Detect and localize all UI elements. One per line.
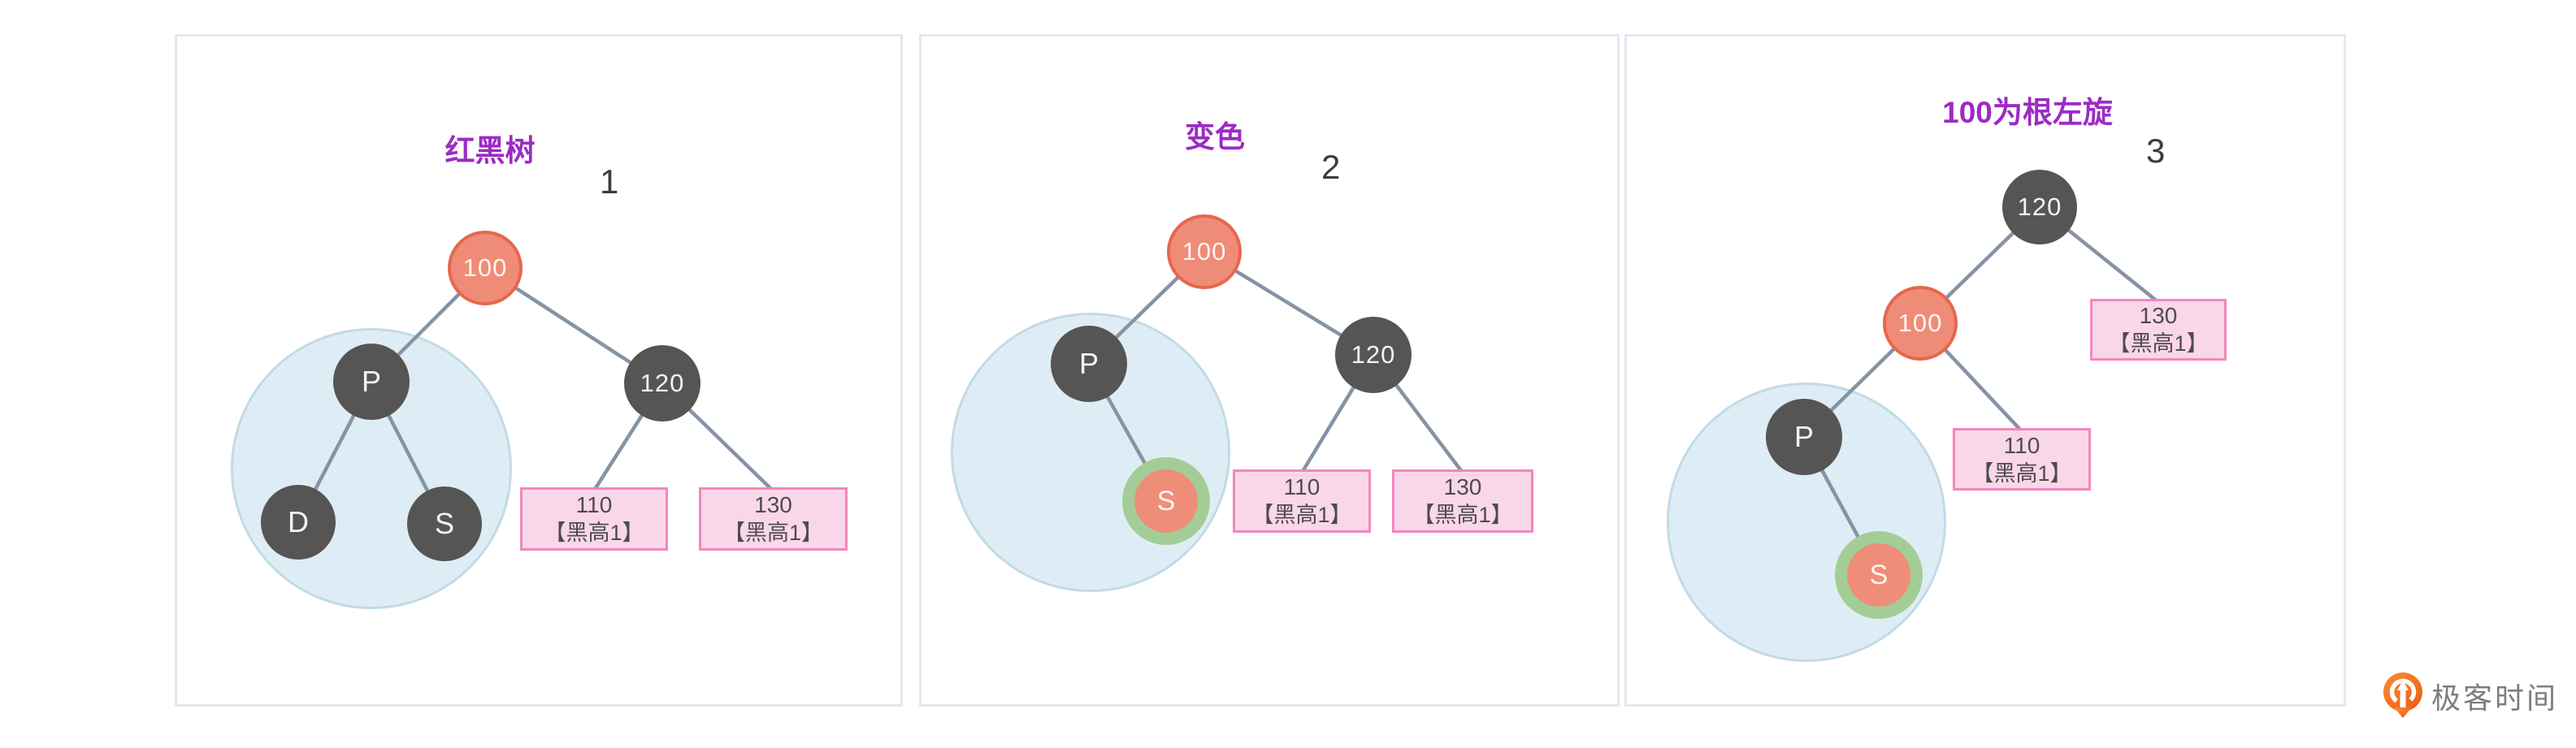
leaf-box-110: 110 【黑高1】 xyxy=(520,487,668,551)
tree-node-p: P xyxy=(1766,399,1842,475)
step-number: 1 xyxy=(600,162,619,201)
tree-node-100: 100 xyxy=(448,231,523,305)
leaf-value: 110 xyxy=(575,492,613,517)
highlight-circle xyxy=(231,328,512,609)
tree-node-p: P xyxy=(333,344,410,420)
panel-title: 红黑树 xyxy=(445,134,536,167)
tree-node-s: S xyxy=(407,486,482,561)
tree-node-100: 100 xyxy=(1167,214,1242,289)
tree-node-120: 120 xyxy=(2002,170,2077,244)
tree-node-s: S xyxy=(1134,469,1198,533)
leaf-label: 【黑高1】 xyxy=(1251,503,1352,527)
leaf-box-110: 110 【黑高1】 xyxy=(1233,469,1371,533)
panel-title: 变色 xyxy=(1185,120,1245,153)
leaf-label: 【黑高1】 xyxy=(1412,503,1513,527)
geektime-pin-icon xyxy=(2383,672,2422,718)
highlight-ring: S xyxy=(1122,457,1210,545)
leaf-label: 【黑高1】 xyxy=(544,521,644,545)
leaf-box-110: 110 【黑高1】 xyxy=(1953,428,2091,491)
leaf-label: 【黑高1】 xyxy=(1971,460,2072,486)
leaf-value: 110 xyxy=(1283,474,1321,499)
leaf-value: 130 xyxy=(2139,303,2178,328)
leaf-value: 130 xyxy=(1443,474,1482,499)
tree-node-p: P xyxy=(1051,326,1127,402)
leaf-box-130: 130 【黑高1】 xyxy=(2090,299,2227,361)
geektime-brand-text: 极客时间 xyxy=(2431,681,2559,715)
geektime-watermark: 极客时间 xyxy=(2381,671,2558,721)
highlight-ring: S xyxy=(1835,531,1923,619)
leaf-value: 130 xyxy=(754,492,792,517)
leaf-label: 【黑高1】 xyxy=(722,521,824,545)
tree-node-100: 100 xyxy=(1883,286,1958,361)
leaf-label: 【黑高1】 xyxy=(2108,331,2209,356)
step-number: 2 xyxy=(1321,148,1341,186)
tree-node-120: 120 xyxy=(624,345,700,422)
leaf-box-130: 130 【黑高1】 xyxy=(699,487,848,551)
leaf-value: 110 xyxy=(2003,432,2040,458)
tree-node-d: D xyxy=(261,485,336,560)
leaf-box-130: 130 【黑高1】 xyxy=(1392,469,1533,533)
tree-node-120: 120 xyxy=(1335,317,1412,393)
step-number: 3 xyxy=(2146,132,2166,170)
highlight-circle xyxy=(951,313,1230,592)
panel-title: 100为根左旋 xyxy=(1942,96,2113,129)
tree-node-s: S xyxy=(1847,543,1910,607)
